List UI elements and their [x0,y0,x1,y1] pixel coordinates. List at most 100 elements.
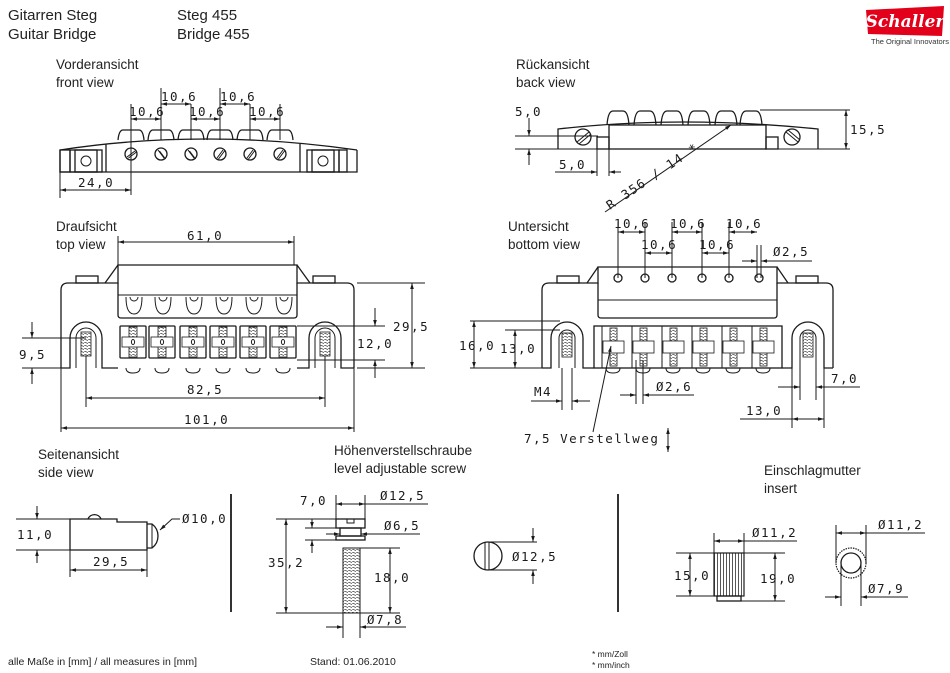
bottom-view-drawing: 10,6 10,6 10,6 10,6 10,6 Ø2,5 16,0 13,0 … [459,216,860,452]
screw-slot [189,150,196,160]
dim-top-saddle-width: 61,0 [187,228,223,243]
saddle [119,325,147,359]
dim-insert-inner-dia: Ø7,9 [868,581,904,596]
screw-slot [187,149,195,159]
dim-front-spacing-2: 10,6 [220,89,256,104]
saddle-hole-icon [280,339,286,345]
saddle-notch [154,296,172,315]
footer-note-inch: * mm/inch [592,660,630,670]
screw-label-de: Höhenverstellschraube [334,443,473,458]
dim-screw-top-dia: Ø12,5 [512,549,557,564]
model-en: Bridge 455 [177,26,250,43]
saddle-foot [755,367,771,374]
footer-units: alle Maße in [mm] / all measures in [mm] [8,656,198,668]
bottom-view-label-en: bottom view [508,237,581,252]
dim-top-post-height: 9,5 [19,347,46,362]
dim-bottom-slot-width: 7,0 [831,371,858,386]
top-view-label-en: top view [56,237,106,252]
saddle [148,325,176,359]
front-view-drawing: 10,6 10,6 10,6 10,6 10,6 24,0 [59,88,358,198]
title-de: Gitarren Steg [8,7,98,24]
dim-bottom-screw-dia: Ø2,6 [656,379,692,394]
saddle-hump [687,110,711,126]
dim-bottom-spacing-2: 10,6 [641,237,677,252]
dim-bottom-spacing-3: 10,6 [670,216,706,231]
dim-bottom-spacing-5: 10,6 [726,216,762,231]
dim-bottom-travel: 7,5 Verstellweg [524,431,659,446]
saddle-block [121,336,145,348]
saddle-block [211,336,235,348]
saddle-hole-icon [220,339,226,345]
saddle-notch-inner [279,296,289,302]
dim-screw-length: 35,2 [268,555,304,570]
screw-head-icon [273,147,287,161]
saddle-foot [695,367,711,374]
dim-top-depth-total: 29,5 [393,319,429,334]
screw-slot [276,149,284,159]
screw-slot [159,150,166,160]
dim-back-radius: R 356 / 14 * [603,139,701,212]
dim-bottom-h13: 13,0 [500,341,536,356]
dim-insert-total-height: 19,0 [760,571,796,586]
dim-screw-head-dia: Ø12,5 [380,488,425,503]
saddle-notch-inner [158,296,168,302]
dim-front-spacing-4: 10,6 [189,104,225,119]
back-view-drawing: 5,0 5,0 15,5 R 356 / 14 * [515,104,885,212]
string-hole-icon [754,273,764,283]
saddle-foot [605,367,621,374]
insert-label-en: insert [764,481,798,496]
dim-front-spacing-3: 10,6 [129,104,165,119]
saddle-foot [725,367,741,374]
dim-bottom-hole-dia: Ø2,5 [773,244,809,259]
dim-screw-collar-dia: Ø6,5 [384,518,420,533]
screw-head-icon [154,147,168,161]
dim-front-spacing-1: 10,6 [161,89,197,104]
dim-front-offset: 24,0 [78,175,114,190]
saddle-block [662,340,685,354]
logo-background [866,6,944,36]
front-view-label-de: Vorderansicht [56,57,139,72]
screw-head-icon [243,147,257,161]
saddle-block [632,340,655,354]
logo-text: Schaller [866,12,944,32]
dim-screw-head-height: 7,0 [300,493,327,508]
top-view-drawing: 61,0 29,5 12,0 9,5 82,5 101,0 [19,228,429,432]
dim-bottom-h16: 16,0 [459,338,495,353]
dim-back-height-left: 5,0 [515,104,542,119]
saddle-foot [275,367,291,374]
dim-top-post-spacing: 82,5 [187,382,223,397]
saddle-foot [125,367,141,374]
saddle [179,325,207,359]
dim-bottom-spacing-4: 10,6 [699,237,735,252]
dim-side-dia: Ø10,0 [182,511,227,526]
dim-screw-thread-length: 18,0 [374,570,410,585]
model-de: Steg 455 [177,7,238,24]
side-view-label-de: Seitenansicht [38,447,120,462]
dim-side-height: 11,0 [17,527,53,542]
screw-slot [128,151,137,159]
saddle [269,325,297,359]
screw-slot [248,150,255,160]
title-en: Guitar Bridge [8,26,97,43]
saddle-block [692,340,715,354]
front-view-label-en: front view [56,75,114,90]
screw-drawing: 35,2 7,0 Ø12,5 Ø6,5 18,0 Ø7,8 Ø12,5 [268,488,557,638]
screw-head-icon [184,147,198,161]
saddle-notch-inner [189,296,199,302]
screw-slot [216,149,224,159]
dim-top-width-total: 101,0 [184,412,229,427]
saddle-foot [215,367,231,374]
dim-screw-thread-dia: Ø7,8 [367,612,403,627]
saddle-notch [275,296,293,315]
dim-insert-knurl-height: 15,0 [674,568,710,583]
saddle-block [752,340,775,354]
screw-slot [246,149,254,159]
insert-label-de: Einschlagmutter [764,463,861,478]
saddle-hump [633,110,657,126]
saddle-hump [739,110,763,126]
footer-date: Stand: 01.06.2010 [310,656,396,668]
saddle-notch [245,296,263,315]
dim-bottom-slot-outer: 13,0 [746,403,782,418]
screw-label-en: level adjustable screw [334,461,467,476]
